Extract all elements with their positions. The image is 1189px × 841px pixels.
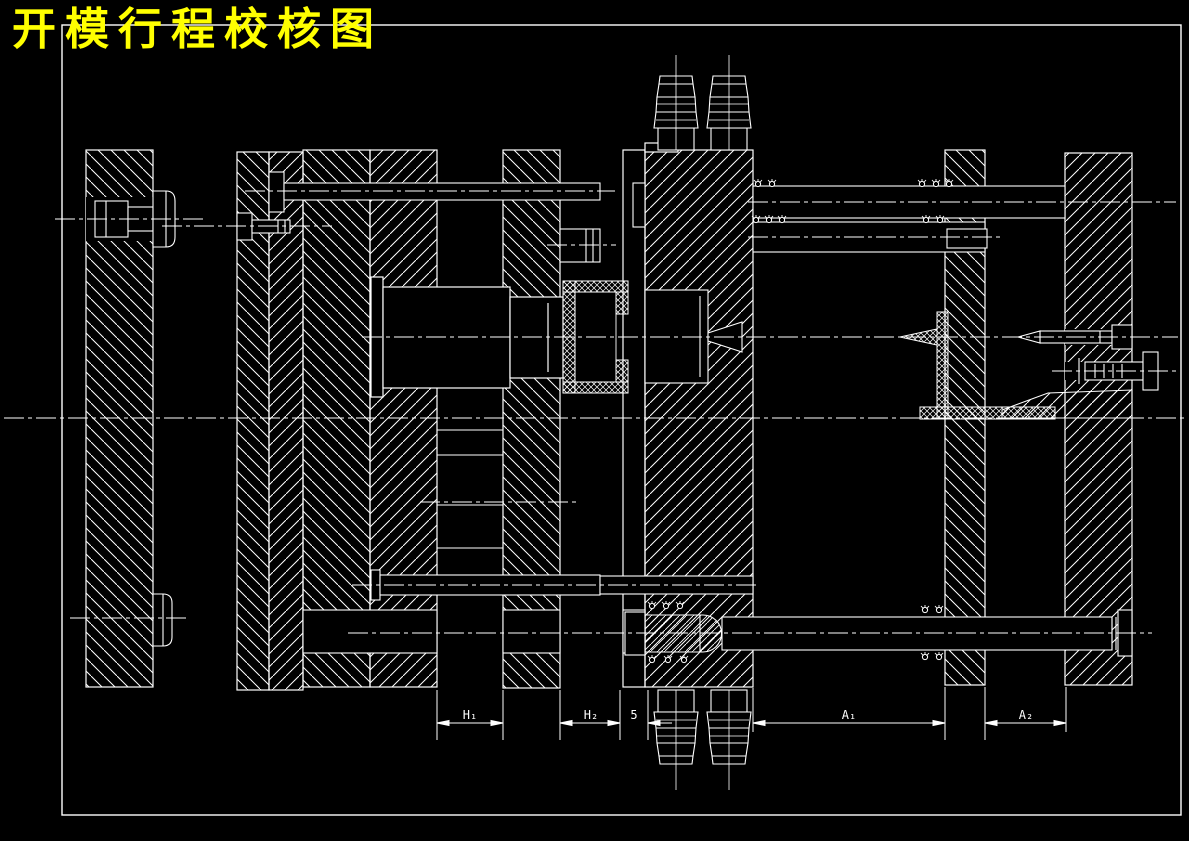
ejector-tie-rod-top [236, 171, 646, 263]
support-wedge [1001, 389, 1133, 419]
mold-plates [85, 142, 1133, 691]
hose-fitting-icon [706, 75, 752, 151]
dim-h2: H₂ [559, 708, 621, 727]
dim-label-a1: A₁ [842, 708, 856, 722]
support-plate [302, 149, 371, 688]
tie-rod-2-end [946, 228, 988, 249]
cavity-pocket [644, 289, 743, 384]
molded-part-on-core [562, 280, 629, 394]
hose-fitting-icon [653, 75, 699, 151]
hose-fitting-icon [653, 689, 699, 765]
rod-nut [644, 614, 722, 653]
ejector-retainer-plate [236, 151, 270, 691]
rod-shaft [283, 182, 601, 201]
dimension-annotations: H₁ H₂ 5 A₁ A₂ [436, 687, 1067, 740]
dim-label-a2: A₂ [1019, 708, 1033, 722]
sprue-stem [936, 311, 949, 419]
stripper-plate [622, 149, 646, 688]
dim-label-h1: H₁ [463, 708, 477, 722]
lower-tie-rod [721, 616, 1113, 651]
dim-label-h2: H₂ [584, 708, 598, 722]
moving-cavity-plate [502, 149, 561, 689]
dim-a2: A₂ [984, 708, 1067, 727]
core-tip [509, 296, 564, 379]
knockout-rod-assembly [302, 609, 1133, 657]
drawing-title: 开模行程校核图 [12, 4, 383, 55]
core-body [382, 286, 511, 389]
stripper-bolt [632, 182, 646, 228]
fixed-platen [1064, 152, 1133, 686]
core-assembly [370, 276, 564, 398]
support-pin-boss [559, 228, 601, 263]
fixed-cavity-block [644, 149, 754, 688]
dim-gap5: 5 [630, 708, 672, 727]
drawing-frame [61, 24, 1182, 816]
dim-h1: H₁ [436, 708, 504, 727]
core-plate [369, 149, 438, 688]
rod-washer [624, 611, 646, 656]
upper-tie-rods [752, 185, 1066, 253]
hose-fitting-icon [706, 689, 752, 765]
cooling-hose-fittings [653, 55, 752, 790]
ejector-bolt-head [236, 212, 253, 241]
centerlines [4, 190, 1185, 634]
ejector-base-plate [268, 151, 304, 691]
ejector-bolt-shaft [251, 219, 291, 234]
guide-pillar [437, 429, 503, 549]
rod-head [268, 171, 285, 213]
dim-label-gap: 5 [630, 708, 637, 722]
dim-a1: A₁ [752, 708, 946, 727]
